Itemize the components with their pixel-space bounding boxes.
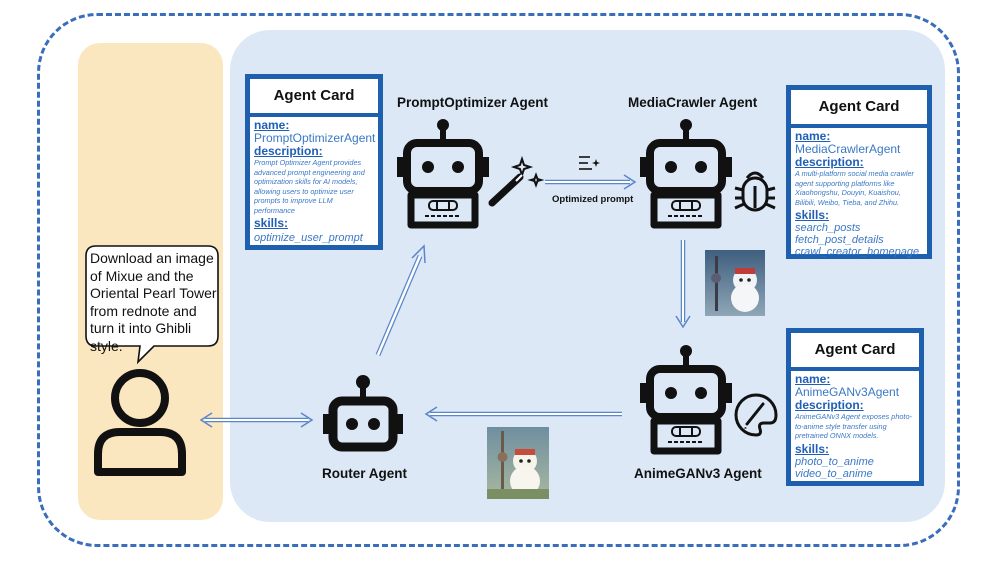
optimizer-to-crawler-arrow [545, 174, 637, 190]
card-name-key: name: [795, 372, 831, 386]
speech-bubble-text: Download an image of Mixue and the Orien… [90, 250, 217, 354]
anime-agent-title: AnimeGANv3 Agent [634, 466, 762, 481]
card-description-value: AnimeGANv3 Agent exposes photo-to-anime … [795, 412, 912, 440]
router-agent-title: Router Agent [322, 466, 407, 481]
ghibli-image-thumbnail [487, 427, 549, 499]
card-skill: optimize_user_prompt [254, 232, 363, 244]
card-name-value: PromptOptimizerAgent [254, 131, 376, 145]
user-icon [94, 369, 186, 476]
card-description-key: description: [795, 155, 864, 169]
card-name-key: name: [254, 118, 290, 132]
card-skill: photo_to_anime [795, 455, 874, 468]
agent-card-anime: Agent Card name: AnimeGANv3Agent descrip… [786, 328, 924, 486]
crawled-image-thumbnail [705, 250, 765, 316]
agent-card-header: Agent Card [791, 90, 927, 128]
edge-label-optimized-prompt: Optimized prompt [552, 194, 634, 205]
agent-card-prompt-optimizer: Agent Card name: PromptOptimizerAgent de… [245, 74, 383, 250]
card-skill: fetch_post_details [795, 234, 884, 246]
anime-to-router-arrow [424, 406, 622, 422]
card-skills-key: skills: [254, 216, 289, 230]
palette-icon [734, 393, 778, 437]
card-name-key: name: [795, 129, 831, 143]
card-name-value: AnimeGANv3Agent [795, 385, 900, 399]
card-skill: search_posts [795, 222, 861, 234]
agent-card-header: Agent Card [791, 333, 919, 371]
anime-robot-icon [640, 345, 732, 455]
card-description-value: A multi-platform social media crawler ag… [795, 169, 914, 207]
prompt-optimizer-agent-title: PromptOptimizer Agent [397, 95, 549, 110]
speech-bubble [85, 245, 219, 365]
agent-card-media-crawler: Agent Card name: MediaCrawlerAgent descr… [786, 85, 932, 259]
card-skill: video_to_anime [795, 467, 873, 480]
agent-card-header: Agent Card [250, 79, 378, 117]
user-router-arrow [199, 412, 314, 428]
card-skills-key: skills: [795, 441, 830, 456]
card-name-value: MediaCrawlerAgent [795, 142, 901, 156]
magic-wand-icon [488, 155, 544, 207]
card-skill: crawl_creator_homepage [795, 246, 920, 258]
prompt-optimizer-robot-icon [397, 119, 489, 229]
media-crawler-robot-icon [640, 119, 732, 229]
outer-frame [37, 13, 960, 547]
card-skills-key: skills: [795, 208, 830, 222]
media-crawler-agent-title: MediaCrawler Agent [628, 95, 758, 110]
prompt-list-icon [579, 156, 600, 170]
card-description-key: description: [795, 398, 864, 412]
bug-icon [734, 171, 776, 212]
card-description-key: description: [254, 144, 323, 158]
crawler-to-anime-arrow [675, 240, 691, 329]
router-to-optimizer-arrow [375, 244, 426, 356]
router-robot-icon [323, 375, 403, 452]
card-description-value: Prompt Optimizer Agent provides advanced… [254, 158, 365, 215]
